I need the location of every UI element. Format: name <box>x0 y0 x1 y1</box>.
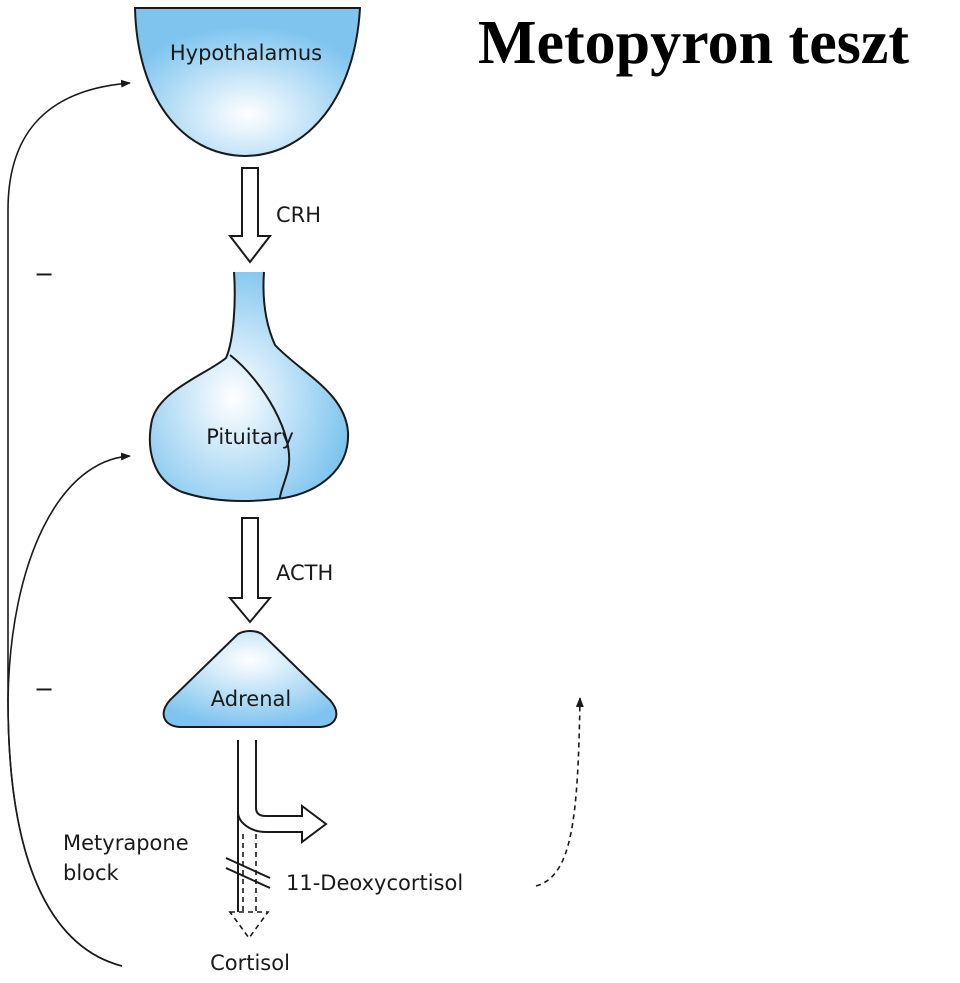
acth-label: ACTH <box>276 561 333 585</box>
deoxycortisol-label: 11-Deoxycortisol <box>286 871 463 895</box>
crh-arrow <box>227 167 273 264</box>
adrenal-label: Adrenal <box>211 687 291 711</box>
pituitary-label: Pituitary <box>206 425 294 449</box>
block-label: block <box>63 861 120 885</box>
page-title: Metopyron teszt <box>478 9 910 77</box>
cortisol-label: Cortisol <box>210 951 290 975</box>
acth-arrow <box>227 517 273 624</box>
pituitary: Pituitary <box>148 271 350 502</box>
inner-feedback-minus: − <box>34 675 54 703</box>
block-marks <box>225 857 271 889</box>
deoxycortisol-dashed-arrow <box>535 697 584 887</box>
hypothalamus-label: Hypothalamus <box>170 41 322 65</box>
outer-feedback-minus: − <box>34 260 54 288</box>
hypothalamus: Hypothalamus <box>133 7 362 158</box>
adrenal: Adrenal <box>162 630 338 728</box>
metyrapone-label: Metyrapone <box>63 831 189 855</box>
crh-label: CRH <box>276 203 321 227</box>
inner-feedback-arrow <box>7 452 131 967</box>
blocked-cortisol-path <box>228 834 270 940</box>
